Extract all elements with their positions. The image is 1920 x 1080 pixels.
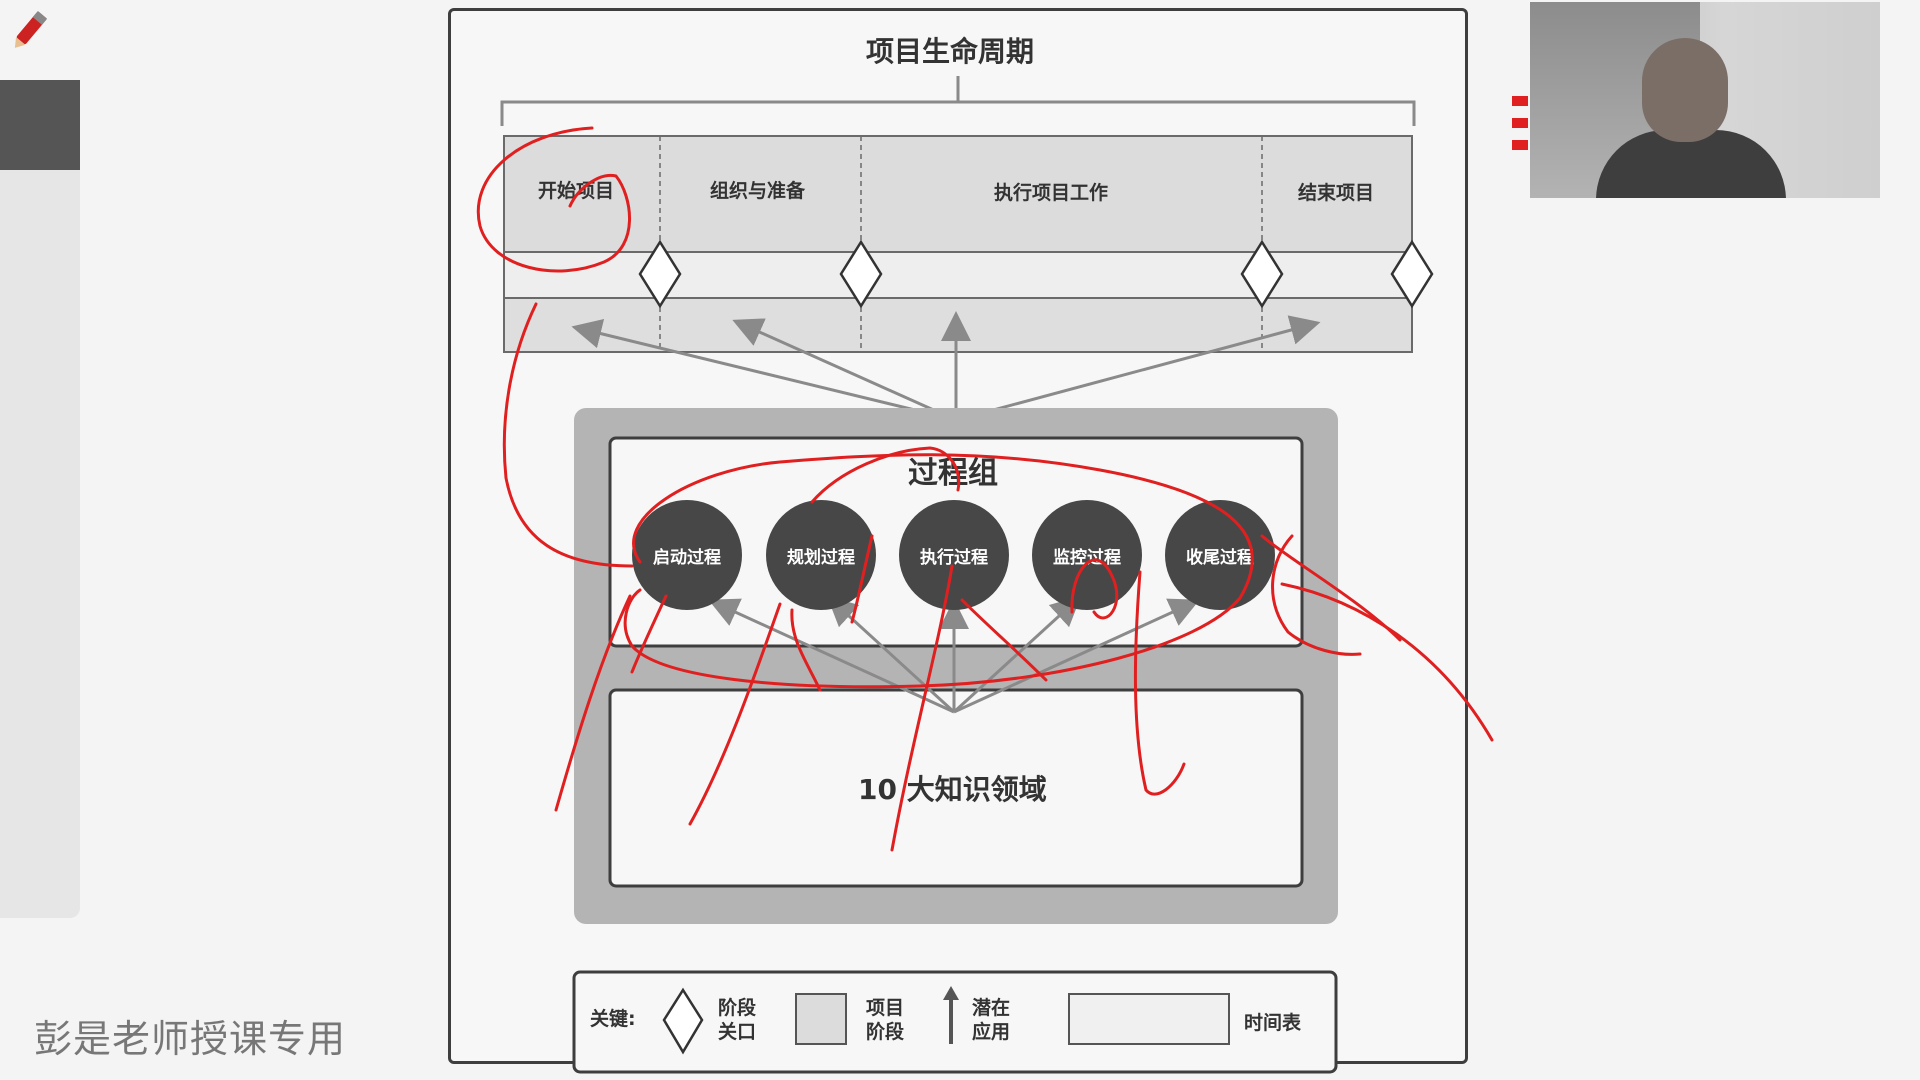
phase-label-organize: 组织与准备 [710,180,806,202]
phase-label-execute: 执行项目工作 [994,182,1109,204]
phase-arrows [571,311,1321,422]
webcam-video [1530,2,1880,198]
slide-thumbnail-selected[interactable] [0,80,80,170]
lifecycle-bracket [500,76,1416,126]
annotation-line-8 [1133,570,1186,796]
annotation-line-5 [850,534,874,624]
process-closing: 收尾过程 [1165,500,1275,610]
annotation-line-1 [554,594,632,812]
annotation-circle-start [476,126,631,273]
phase-gate-4 [1390,239,1434,309]
annotation-loop-processes [623,453,1254,689]
annotation-curve-far-right [1280,582,1494,742]
diagram-title: 项目生命周期 [866,35,1035,68]
legend-potential-use-label: 潜在应用 [972,997,1011,1043]
annotation-line-3 [688,602,782,826]
legend-phase-gate-label: 阶段关口 [718,997,757,1043]
phase-gate-3 [1240,239,1284,309]
annotation-line-2 [630,594,668,674]
knowledge-area-panel [608,688,1304,888]
annotation-line-left [502,302,634,568]
legend-diamond-icon [662,987,704,1055]
annotation-curve-right-2 [1260,534,1402,642]
phase-label-close: 结束项目 [1298,182,1375,204]
annotation-arc-top [810,446,961,504]
legend-timeline-swatch [1068,993,1230,1045]
phase-label-start: 开始项目 [538,180,615,202]
phase-gate-1 [638,239,682,309]
watermark-text: 彭是老师授课专用 [34,1017,347,1061]
legend-phase-swatch [795,993,847,1045]
pen-tool-icon[interactable] [6,8,52,54]
legend-project-phase-label: 项目阶段 [866,997,905,1043]
legend-key-label: 关键: [590,1008,636,1030]
legend-timeline-label: 时间表 [1244,1012,1302,1034]
process-planning: 规划过程 [766,500,876,610]
annotation-line-4 [790,608,822,692]
annotation-curve-right [1271,534,1362,656]
knowledge-arrows [708,595,1200,714]
knowledge-areas-label: 10 大知识领域 [858,773,1047,806]
slide-thumbnail-panel[interactable] [0,80,80,918]
phase-gate-2 [839,239,883,309]
annotation-scribble-monitor [1070,558,1119,620]
process-executing: 执行过程 [899,500,1009,610]
legend-arrow-icon [943,986,959,1044]
annotation-line-7 [960,598,1048,682]
annotation-line-6 [890,564,954,852]
red-tab-marker [1512,96,1528,150]
process-initiating: 启动过程 [632,500,742,610]
